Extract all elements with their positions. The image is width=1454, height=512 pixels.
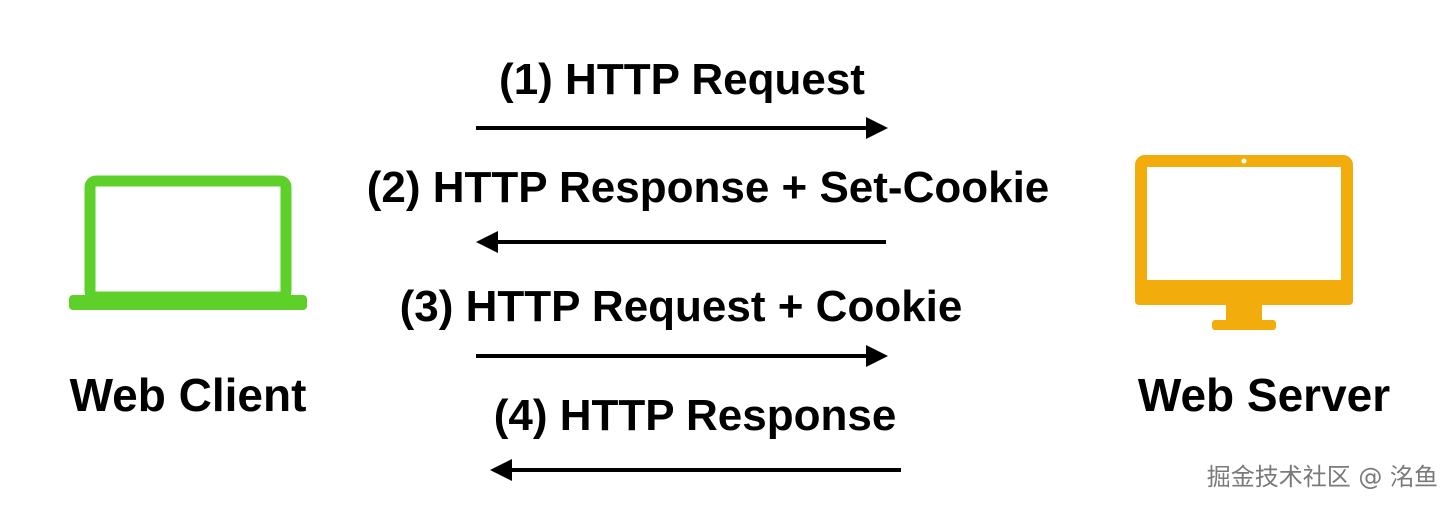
laptop-icon — [69, 175, 307, 310]
arrow-1 — [476, 117, 888, 139]
monitor-neck — [1226, 303, 1262, 321]
arrow-3 — [476, 345, 888, 367]
message-2-label: (2) HTTP Response + Set-Cookie — [366, 163, 1050, 212]
message-1-label: (1) HTTP Request — [499, 55, 865, 104]
message-3-label: (3) HTTP Request + Cookie — [399, 282, 963, 331]
arrow-2 — [476, 231, 886, 253]
monitor-camera — [1241, 158, 1247, 164]
monitor-chin — [1135, 281, 1353, 305]
laptop-screen — [84, 175, 292, 303]
laptop-base — [69, 295, 307, 310]
server-label: Web Server — [1137, 369, 1391, 421]
watermark: 掘金技术社区 @ 洺鱼 — [1206, 463, 1438, 491]
desktop-monitor-icon — [1135, 155, 1353, 330]
message-4-label: (4) HTTP Response — [493, 391, 897, 440]
monitor-stand — [1212, 320, 1276, 330]
client-label: Web Client — [69, 369, 307, 421]
arrow-4 — [490, 459, 901, 481]
monitor-screen — [1135, 155, 1353, 292]
